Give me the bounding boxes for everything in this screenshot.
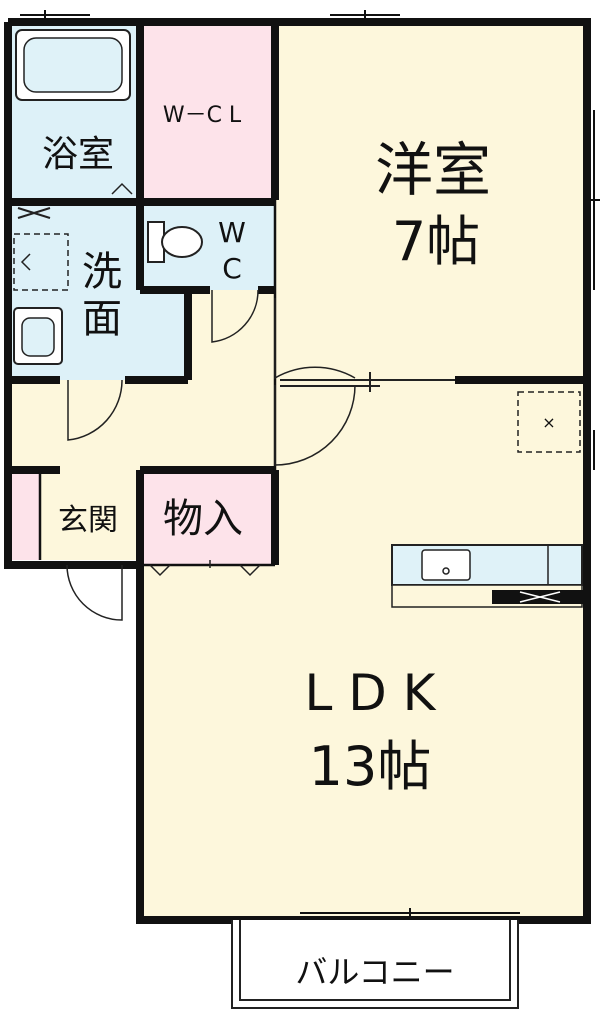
label-wc-w: W (218, 216, 246, 249)
walls (4, 18, 591, 924)
kitchen-drain (442, 567, 450, 575)
label-entrance: 玄関 (58, 503, 118, 538)
shoe-cabinet (8, 470, 40, 560)
storage-room (140, 470, 275, 565)
kitchen-counter (391, 544, 583, 586)
label-ldk-size: 13帖 (309, 735, 432, 798)
label-bath: 浴室 (42, 134, 114, 175)
label-western-size: 7帖 (392, 210, 480, 273)
label-balcony: バルコニー (295, 953, 454, 991)
balcony (231, 920, 519, 1009)
ldk-upper (275, 380, 587, 480)
label-ldk: L D K (305, 664, 437, 722)
vent-mark-wash (17, 207, 51, 219)
ventilation-fan (517, 391, 581, 453)
label-wcl: W－C L (163, 103, 242, 128)
sliding-door (280, 372, 455, 392)
label-wash-2: 面 (82, 296, 122, 342)
kitchen-vent-mark (519, 591, 561, 603)
label-wash-1: 洗 (82, 249, 122, 295)
window-marks (20, 10, 600, 927)
storage-door-marks (149, 560, 261, 577)
washer-space (13, 233, 69, 291)
ventilation-mark: × (542, 413, 555, 432)
wash-basin-bowl (21, 317, 55, 357)
bath-door-mark (111, 182, 133, 195)
label-storage: 物入 (163, 496, 243, 542)
wcl-room (140, 22, 275, 202)
washer-mark (20, 253, 31, 271)
label-wc-c: C (222, 252, 242, 285)
kitchen-sink (421, 549, 471, 581)
bathtub-inner (23, 37, 123, 93)
western-room (275, 22, 587, 380)
doors (66, 289, 356, 621)
toilet-icon (147, 221, 203, 263)
label-western: 洋室 (375, 136, 491, 204)
